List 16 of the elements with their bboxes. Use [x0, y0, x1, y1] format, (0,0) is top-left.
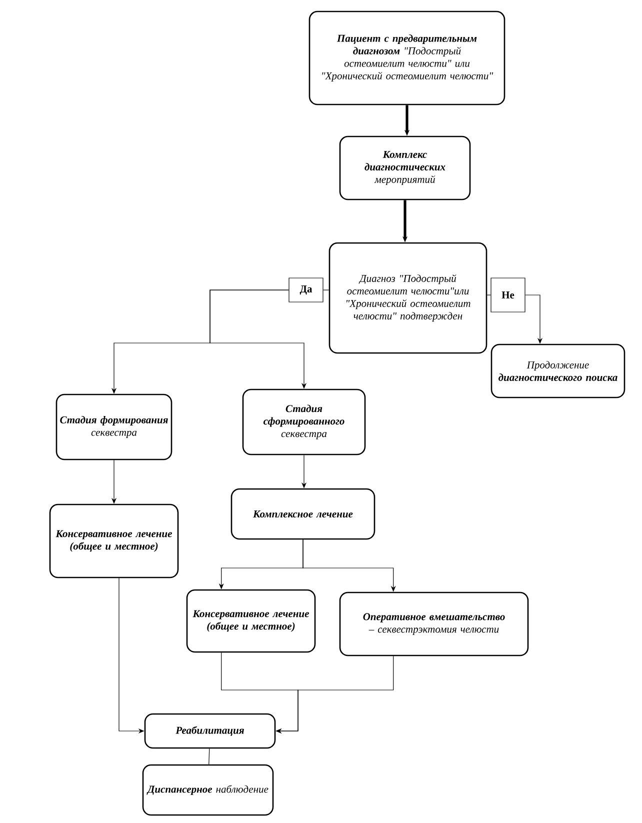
process-box: Стадия сформированного секвестра: [242, 388, 366, 456]
answer-box: Да: [288, 278, 324, 302]
process-box: Комплекс диагностических мероприятий: [339, 136, 471, 200]
decision-box: Диагноз "Подострый остеомиелит челюсти"или "Хронический остеомиелит челюсти" подтвержден: [328, 242, 488, 354]
process-box: Диспансерное наблюдение: [142, 764, 274, 816]
process-box: Продолжение диагностического поиска: [490, 344, 626, 398]
answer-box: Не: [490, 278, 526, 312]
process-box: Консервативное лечение (общее и местное): [49, 504, 179, 578]
process-box: Реабилитация: [144, 713, 276, 749]
process-box: Комплексное лечение: [230, 488, 376, 540]
process-box: Оперативное вмешательство – секвестрэктомия челюсти: [339, 592, 529, 656]
process-box: Консервативное лечение (общее и местное): [186, 589, 316, 653]
connector-line: [208, 748, 210, 765]
connector-line: [486, 294, 491, 296]
process-box: Пациент с предварительным диагнозом "Подострый остеомиелит челюсти" или "Хронический остеомиелит челюсти": [308, 10, 506, 106]
process-box: Стадия формирования секвестра: [56, 394, 172, 460]
